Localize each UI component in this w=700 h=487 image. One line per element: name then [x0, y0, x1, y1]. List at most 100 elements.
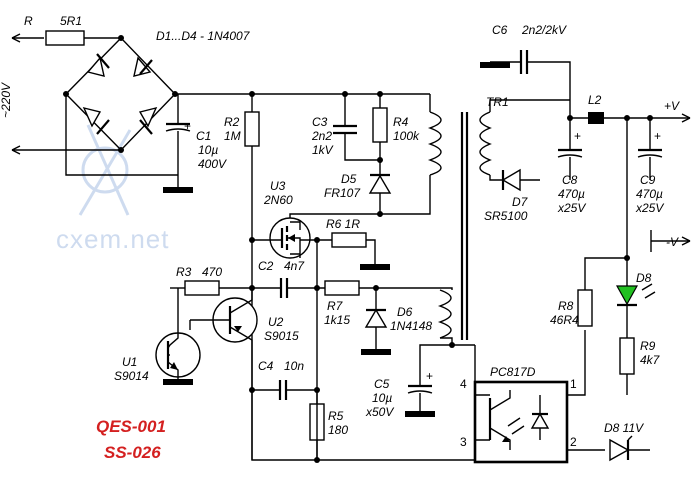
resistor-r9	[619, 337, 635, 375]
label-r4: R4	[393, 115, 409, 129]
label-r5: R5	[328, 409, 344, 423]
resistor-r-5r1	[45, 30, 85, 46]
label-c2-value: 4n7	[284, 259, 305, 273]
label-c3-cap: 2n2	[311, 129, 332, 143]
label-c1-volt: 400V	[198, 157, 227, 171]
label-c5-cap: 10µ	[372, 391, 392, 405]
label-pin-2: 2	[570, 435, 577, 449]
label-u2-part: S9015	[264, 329, 299, 343]
model-line-2: SS-026	[104, 443, 161, 462]
label-r7-value: 1k15	[324, 313, 350, 327]
bridge-rectifier	[63, 35, 178, 176]
model-line-1: QES-001	[96, 417, 166, 436]
label-led-d8: D8	[636, 271, 652, 285]
label-u3: U3	[270, 179, 286, 193]
label-c9-cap: 470µ	[636, 187, 663, 201]
opto-light-icon	[507, 417, 525, 435]
bridge-diode-d4	[138, 106, 158, 135]
secondary-output	[480, 50, 691, 252]
resistor-r3	[184, 280, 220, 296]
label-c4-value: 10n	[284, 359, 304, 373]
label-r9: R9	[640, 339, 656, 353]
resistor-r8	[577, 289, 593, 327]
label-c8-volt: x25V	[557, 201, 586, 215]
label-c6-value: 2n2/2kV	[521, 23, 567, 37]
label-c1: C1	[196, 129, 211, 143]
label-c5: C5	[374, 377, 390, 391]
bridge-diode-d3	[82, 106, 110, 135]
transistor-u2	[190, 288, 258, 352]
ground-return	[251, 352, 475, 461]
label-r2: R2	[224, 115, 240, 129]
label-d7: D7	[512, 195, 529, 209]
label-r: R	[24, 14, 33, 28]
component-labels: R 5R1 D1...D4 - 1N4007 ~220V + C1 10µ 40…	[0, 14, 680, 449]
label-c2: C2	[258, 259, 274, 273]
label-u2: U2	[268, 315, 284, 329]
resistor-r7	[324, 280, 360, 296]
capacitor-c4	[249, 380, 320, 400]
led-d8	[615, 285, 639, 306]
label-r7: R7	[327, 299, 344, 313]
label-pin-1: 1	[570, 377, 577, 391]
ground-symbol	[163, 187, 193, 193]
capacitor-c1	[163, 94, 193, 193]
capacitor-c5	[405, 342, 475, 417]
mosfet-u3	[249, 217, 311, 259]
label-c3: C3	[312, 115, 328, 129]
c8-polarity: +	[574, 129, 581, 143]
diode-d7	[501, 168, 521, 192]
label-neg-output: -V	[666, 235, 679, 249]
label-d6-part: 1N4148	[390, 319, 432, 333]
label-zener-d8: D8 11V	[604, 421, 644, 435]
label-r8: R8	[558, 299, 574, 313]
label-u3-part: 2N60	[263, 193, 293, 207]
label-r6: R6 1R	[326, 217, 360, 231]
label-c9: C9	[640, 173, 656, 187]
bridge-diode-d1	[86, 53, 110, 77]
label-mains: ~220V	[0, 82, 13, 118]
c1-polarity: +	[184, 119, 191, 133]
resistor-r5	[309, 390, 325, 460]
c9-polarity: +	[654, 129, 661, 143]
snubber-c3-r4-d5	[333, 91, 392, 214]
optocoupler-pc817	[473, 330, 605, 464]
transformer-tr1	[427, 111, 492, 340]
diode-d6	[364, 308, 388, 328]
label-l2: L2	[588, 93, 602, 107]
watermark: cxem.net	[56, 124, 170, 254]
label-r4-value: 100k	[393, 129, 420, 143]
label-u1: U1	[122, 355, 137, 369]
resistor-r6	[299, 232, 390, 460]
model-number: QES-001 SS-026	[96, 417, 166, 462]
watermark-logo-icon	[78, 124, 132, 216]
bridge-diode-d2	[133, 56, 153, 77]
label-pc817: PC817D	[490, 365, 536, 379]
label-c4: C4	[258, 359, 274, 373]
feedback-network	[577, 118, 656, 462]
zener-d8	[609, 438, 630, 462]
label-r8-value: 46R4	[550, 313, 579, 327]
label-c9-volt: x25V	[635, 201, 664, 215]
label-d6: D6	[397, 305, 413, 319]
label-d5: D5	[341, 172, 357, 186]
label-u1-part: S9014	[114, 369, 149, 383]
label-c1-cap: 10µ	[198, 143, 218, 157]
label-r3: R3	[176, 265, 192, 279]
label-pos-output: +V	[664, 99, 680, 113]
watermark-text: cxem.net	[56, 224, 170, 254]
label-c8-cap: 470µ	[558, 187, 585, 201]
driver-network	[170, 278, 453, 355]
inductor-l2	[588, 112, 604, 124]
label-pin-3: 3	[460, 435, 467, 449]
c5-polarity: +	[426, 369, 433, 383]
label-r2-value: 1M	[224, 129, 241, 143]
label-c3-volt: 1kV	[312, 143, 334, 157]
label-bridge: D1...D4 - 1N4007	[156, 29, 251, 43]
mains-input	[11, 30, 121, 155]
label-c6: C6	[492, 23, 508, 37]
transistor-u1	[155, 288, 201, 385]
label-tr1: TR1	[486, 95, 509, 109]
led-light-icon	[641, 283, 656, 299]
